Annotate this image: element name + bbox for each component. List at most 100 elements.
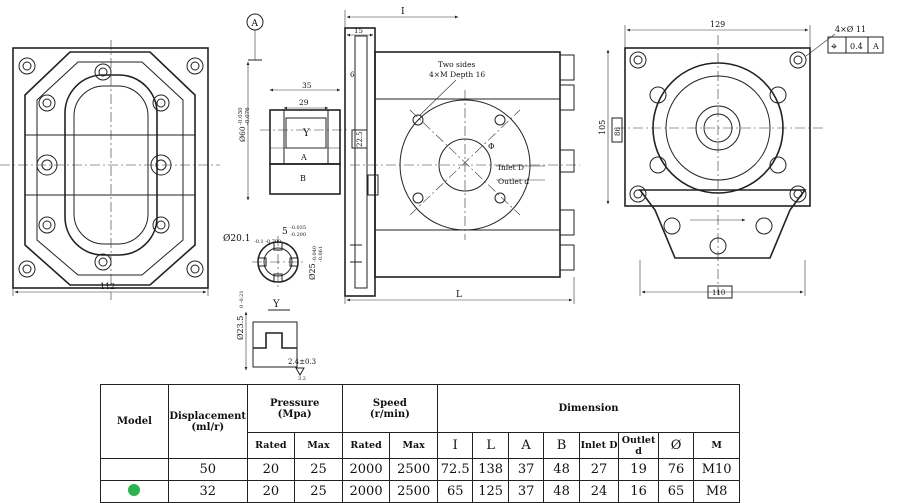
cell-dim-outlet: 16 <box>618 480 659 503</box>
rear-face-view: 129 105 86 110 4×Ø 11 ⌖ 0.4 A <box>598 20 884 299</box>
cell-dim-m: M8 <box>693 480 740 503</box>
header-dim-i: I <box>436 432 474 459</box>
cell-dim-b: 48 <box>543 480 580 503</box>
header-dim-l: L <box>472 432 509 459</box>
cell-dim-i: 65 <box>436 480 474 503</box>
cell-dim-inlet: 24 <box>578 480 620 503</box>
cell-dim-a: 37 <box>507 480 545 503</box>
dim-20-1-label: Ø20.1 <box>223 233 250 244</box>
header-pressure-unit: (Mpa) <box>277 408 312 420</box>
dim-5-label: 5 <box>282 227 288 237</box>
header-speed: Speed (r/min) <box>341 384 438 433</box>
tol-5-lower: -0.200 <box>290 232 306 238</box>
dim-25-label: Ø25 <box>308 263 317 280</box>
tol-20-1: -0.1 -0.700 <box>254 239 281 245</box>
header-dim-inlet: Inlet D <box>578 432 620 459</box>
dim-112-label: 112 <box>100 282 115 291</box>
dim-23-5-label: Ø23.5 <box>236 316 245 340</box>
pump-side-view: I 15 6 22.5 Two sides 4×M Depth 16 Φ Inl… <box>344 7 580 304</box>
cell-pressure-rated: 20 <box>246 480 296 503</box>
selected-marker <box>128 484 141 496</box>
dim-105-label: 105 <box>598 120 607 135</box>
dim-35-label: 35 <box>302 81 312 90</box>
cell-pressure-rated: 20 <box>246 458 296 481</box>
cell-dim-l: 138 <box>472 458 509 481</box>
y-detail: Y Ø23.5 0 -0.21 2.4±0.3 3.2 <box>236 290 316 382</box>
label-phi: Φ <box>488 142 495 151</box>
header-dim-a: A <box>507 432 545 459</box>
tol-25-upper: -0.040 <box>312 246 318 262</box>
dim-129-label: 129 <box>710 20 725 29</box>
header-pressure: Pressure (Mpa) <box>246 384 343 433</box>
header-dim-b: B <box>543 432 580 459</box>
note-holes: 4×Ø 11 <box>835 25 866 34</box>
header-displacement: Displacement (ml/r) <box>167 384 248 459</box>
label-outlet: Outlet d <box>498 177 529 186</box>
spec-table: Model Displacement (ml/r) Pressure (Mpa)… <box>100 384 741 503</box>
cell-dim-phi: 65 <box>657 480 695 503</box>
tol-25-lower: -0.061 <box>318 246 324 262</box>
dim-22-5-label: 22.5 <box>356 131 364 147</box>
tol-60-upper: -0.030 <box>238 107 244 125</box>
dim-6-label: 6 <box>350 71 355 79</box>
dim-3-2-label: 3.2 <box>298 376 306 382</box>
tol-60-lower: -0.076 <box>245 107 251 125</box>
detail-a-label: A <box>251 19 259 29</box>
cell-speed-max: 2500 <box>389 458 438 481</box>
header-pressure-rated: Rated <box>246 432 296 459</box>
cell-speed-rated: 2000 <box>341 458 391 481</box>
header-dim-phi: Ø <box>657 432 695 459</box>
header-dimension: Dimension <box>436 384 741 433</box>
dim-l-label: L <box>456 290 462 300</box>
cell-pressure-max: 25 <box>294 458 343 481</box>
label-y-detail: Y <box>272 299 280 310</box>
cell-dim-a: 37 <box>507 458 545 481</box>
label-inlet: Inlet D <box>498 163 524 172</box>
tol-23-5: 0 -0.21 <box>239 290 245 308</box>
tol-5-upper: -0.035 <box>290 225 306 231</box>
label-b: B <box>300 174 306 183</box>
dim-2-4-label: 2.4±0.3 <box>288 358 316 366</box>
cell-pressure-max: 25 <box>294 480 343 503</box>
technical-drawing: 112 A 35 29 Y A B Ø60 -0.030 -0.076 Ø20. <box>0 7 884 382</box>
header-dim-m: M <box>693 432 740 459</box>
label-a: A <box>300 153 307 162</box>
table-row: 32 20 25 2000 2500 65 125 37 48 24 16 65… <box>100 480 740 503</box>
dim-86-label: 86 <box>614 127 622 136</box>
header-displacement-unit: (ml/r) <box>191 421 225 433</box>
label-y: Y <box>302 128 310 139</box>
header-pressure-label: Pressure <box>270 397 320 409</box>
model-cell <box>100 458 169 481</box>
tol-value: 0.4 <box>850 42 863 51</box>
model-cell <box>100 480 169 503</box>
front-flange-view: 112 <box>0 40 220 300</box>
shaft-detail: A 35 29 Y A B Ø60 -0.030 -0.076 <box>238 13 350 201</box>
header-speed-max: Max <box>389 432 438 459</box>
cell-dim-b: 48 <box>543 458 580 481</box>
dim-29-label: 29 <box>299 98 309 107</box>
cell-displacement: 50 <box>167 458 248 481</box>
cell-speed-rated: 2000 <box>341 480 391 503</box>
table-row: 50 20 25 2000 2500 72.5 138 37 48 27 19 … <box>100 458 740 481</box>
dim-110-label: 110 <box>712 289 725 297</box>
cell-speed-max: 2500 <box>389 480 438 503</box>
header-model: Model <box>100 384 169 459</box>
header-speed-unit: (r/min) <box>369 408 410 420</box>
header-speed-rated: Rated <box>341 432 391 459</box>
header-speed-label: Speed <box>372 397 407 409</box>
cell-dim-m: M10 <box>693 458 740 481</box>
cell-dim-l: 125 <box>472 480 509 503</box>
header-displacement-label: Displacement <box>169 410 247 422</box>
cell-dim-outlet: 19 <box>618 458 659 481</box>
header-dim-outlet: Outlet d <box>618 432 659 459</box>
cell-dim-phi: 76 <box>657 458 695 481</box>
tol-datum: A <box>872 42 879 51</box>
note-two-sides: Two sides <box>438 60 476 69</box>
cell-dim-inlet: 27 <box>578 458 620 481</box>
note-thread: 4×M Depth 16 <box>429 70 485 79</box>
cell-dim-i: 72.5 <box>436 458 474 481</box>
tol-symbol: ⌖ <box>831 40 837 53</box>
cell-displacement: 32 <box>167 480 248 503</box>
spline-section: Ø20.1 -0.1 -0.700 5 -0.035 -0.200 Ø25 -0… <box>223 225 324 290</box>
dim-i-label: I <box>401 7 405 17</box>
